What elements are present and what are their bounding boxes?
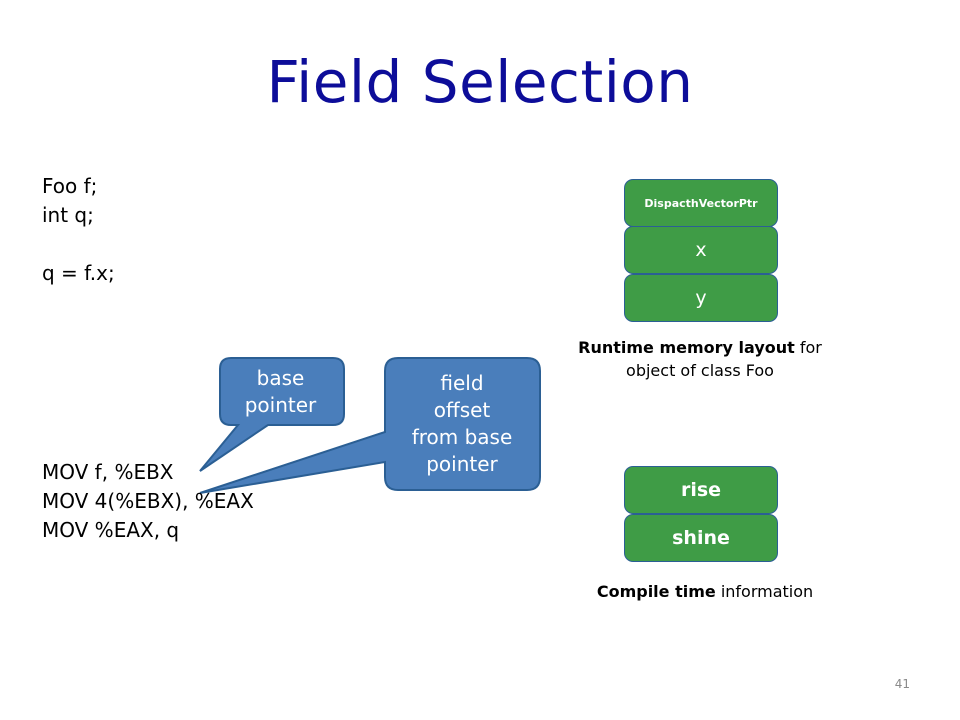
callout-line: pointer (244, 393, 317, 417)
caption-text: information (715, 582, 814, 601)
callout-line: pointer (426, 452, 498, 476)
slide-title: Field Selection (266, 48, 694, 116)
code-line: int q; (42, 203, 94, 227)
callout-line: from base (411, 425, 513, 449)
compile-cell-rise: rise (625, 467, 777, 513)
code-line: q = f.x; (42, 261, 115, 285)
caption-text: object of class Foo (626, 361, 774, 380)
caption-text: for (794, 338, 822, 357)
memory-cell-x: x (625, 227, 777, 273)
callout-line: offset (433, 398, 491, 422)
caption-bold: Runtime memory layout (578, 338, 795, 357)
compile-time-caption: Compile time information (560, 580, 850, 603)
slide-number: 41 (894, 677, 910, 691)
code-line: Foo f; (42, 174, 98, 198)
memory-cell-dispatch-vector-ptr: DispacthVectorPtr (625, 180, 777, 226)
memory-cell-y: y (625, 275, 777, 321)
callout-line: field (440, 371, 484, 395)
compile-cell-shine: shine (625, 515, 777, 561)
source-code: Foo f; int q; q = f.x; (42, 172, 115, 288)
caption-bold: Compile time (596, 582, 716, 601)
base-pointer-callout: base pointer (218, 360, 343, 424)
asm-line: MOV f, %EBX (42, 460, 174, 484)
asm-line: MOV 4(%EBX), %EAX (42, 489, 254, 513)
runtime-layout-caption: Runtime memory layout for object of clas… (550, 336, 850, 382)
asm-line: MOV %EAX, q (42, 518, 180, 542)
callout-line: base (256, 366, 305, 390)
code-line (42, 230, 115, 259)
field-offset-callout: field offset from base pointer (384, 360, 540, 488)
assembly-code: MOV f, %EBX MOV 4(%EBX), %EAX MOV %EAX, … (42, 458, 254, 545)
